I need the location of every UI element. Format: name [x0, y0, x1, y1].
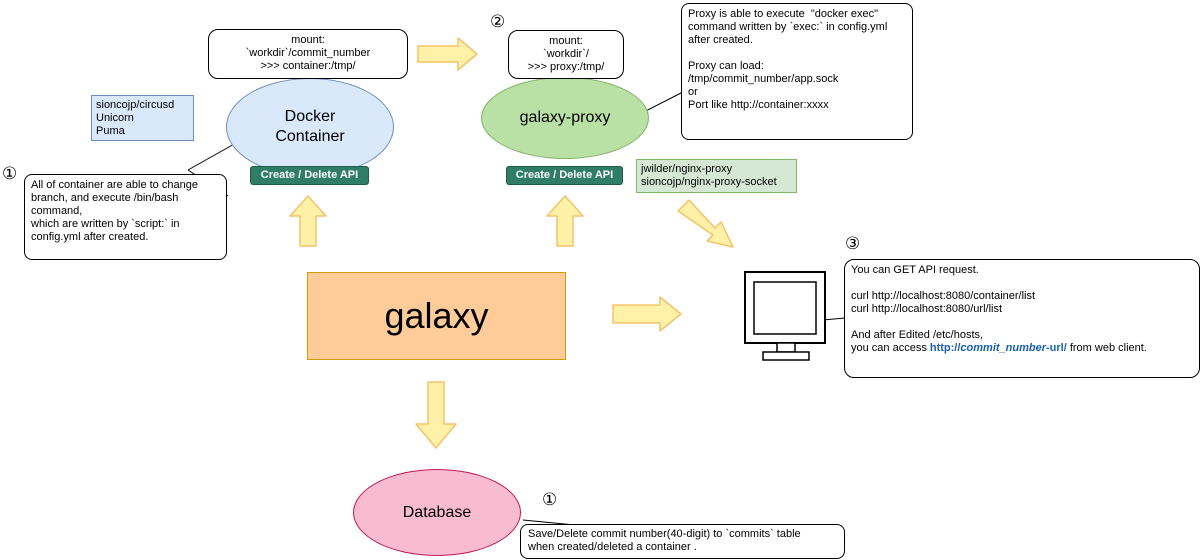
- proxy-mount-note: mount: `workdir`/ >>> proxy:/tmp/: [508, 30, 624, 79]
- proxy-mount-line: >>> proxy:/tmp/: [527, 61, 605, 73]
- api-info-line: And after Edited /etc/hosts,: [851, 329, 984, 341]
- proxy-info-note: Proxy is able to execute "docker exec" c…: [681, 3, 913, 140]
- container-info-line: which are written by `script:` in: [31, 218, 180, 230]
- database-node: Database: [353, 469, 521, 556]
- docker-tech-item: Puma: [96, 125, 125, 137]
- proxy-info-line: Port like http://container:xxxx: [688, 99, 829, 111]
- docker-tech-list: sioncojp/circusd Unicorn Puma: [91, 95, 194, 141]
- proxy-info-line: [688, 47, 906, 60]
- marker-three: ③: [845, 234, 861, 253]
- marker-one: ①: [2, 164, 18, 183]
- docker-mount-note: mount: `workdir`/commit_number >>> conta…: [208, 29, 408, 79]
- api-access-prefix: you can access: [851, 342, 930, 354]
- proxy-create-delete-api-button[interactable]: Create / Delete API: [506, 166, 623, 185]
- commit-url-link-placeholder: commit_number: [960, 342, 1046, 354]
- galaxy-proxy-label: galaxy-proxy: [519, 109, 611, 126]
- proxy-mount-line: mount:: [549, 35, 583, 47]
- docker-tech-item: Unicorn: [96, 112, 134, 124]
- marker-two: ②: [490, 12, 506, 31]
- proxy-info-line: after created.: [688, 34, 753, 46]
- proxy-mount-line: `workdir`/: [543, 48, 589, 60]
- galaxy-to-database-arrow: [415, 381, 457, 449]
- proxy-info-line: Proxy can load:: [688, 60, 764, 72]
- docker-container-label-line2: Container: [275, 128, 345, 145]
- api-info-line: curl http://localhost:8080/url/list: [851, 303, 1003, 315]
- docker-create-delete-api-button[interactable]: Create / Delete API: [250, 166, 369, 185]
- commit-url-link[interactable]: http://commit_number-url/: [930, 342, 1067, 354]
- monitor-icon: [744, 271, 826, 361]
- proxy-info-line: command written by `exec:` in config.yml: [688, 21, 888, 33]
- api-access-line: you can access http://commit_number-url/…: [851, 342, 1193, 355]
- commit-url-link-end: -url/: [1046, 342, 1067, 354]
- database-label: Database: [402, 503, 472, 521]
- commit-url-link-start: http://: [929, 342, 961, 354]
- marker-one: ①: [542, 490, 558, 509]
- container-info-note: All of container are able to change bran…: [24, 174, 227, 260]
- api-info-line: [851, 316, 1193, 329]
- proxy-info-line: Proxy is able to execute "docker exec": [688, 8, 879, 20]
- docker-mount-line: `workdir`/commit_number: [245, 47, 371, 59]
- container-info-line: All of container are able to change: [31, 179, 198, 191]
- api-info-line: You can GET API request.: [851, 264, 979, 276]
- galaxy-node: galaxy: [307, 272, 566, 360]
- container-info-line: command,: [31, 205, 83, 217]
- database-info-note: Save/Delete commit number(40-digit) to `…: [520, 524, 845, 559]
- proxy-tech-item: jwilder/nginx-proxy: [641, 163, 733, 175]
- proxy-tech-item: sioncojp/nginx-proxy-socket: [641, 176, 777, 188]
- container-info-line: branch, and execute /bin/bash: [31, 192, 179, 204]
- galaxy-proxy-node: galaxy-proxy: [481, 77, 649, 159]
- docker-tech-item: sioncojp/circusd: [96, 99, 175, 111]
- api-access-suffix: from web client.: [1066, 342, 1147, 354]
- galaxy-to-client-arrow: [612, 296, 682, 332]
- container-note-pointer-tip: [187, 142, 237, 171]
- docker-container-node: Docker Container: [226, 78, 394, 176]
- docker-up-arrow: [289, 195, 327, 247]
- api-info-line: [851, 277, 1193, 290]
- mount-arrow: [417, 37, 478, 71]
- docker-container-label-line1: Docker: [284, 108, 336, 125]
- api-info-note: You can GET API request. curl http://loc…: [844, 259, 1200, 378]
- container-info-line: config.yml after created.: [31, 231, 149, 243]
- proxy-to-client-arrow: [677, 199, 734, 248]
- galaxy-label: galaxy: [384, 295, 489, 336]
- database-info-line: Save/Delete commit number(40-digit) to `…: [528, 528, 801, 540]
- database-info-line: when created/deleted a container .: [528, 541, 697, 553]
- proxy-info-line: or: [688, 86, 698, 98]
- proxy-tech-list: jwilder/nginx-proxy sioncojp/nginx-proxy…: [636, 159, 797, 193]
- proxy-info-line: /tmp/commit_number/app.sock: [688, 73, 839, 85]
- api-info-line: curl http://localhost:8080/container/lis…: [851, 290, 1036, 302]
- docker-mount-line: mount:: [291, 34, 325, 46]
- docker-mount-line: >>> container:/tmp/: [260, 60, 356, 72]
- proxy-up-arrow: [546, 195, 584, 247]
